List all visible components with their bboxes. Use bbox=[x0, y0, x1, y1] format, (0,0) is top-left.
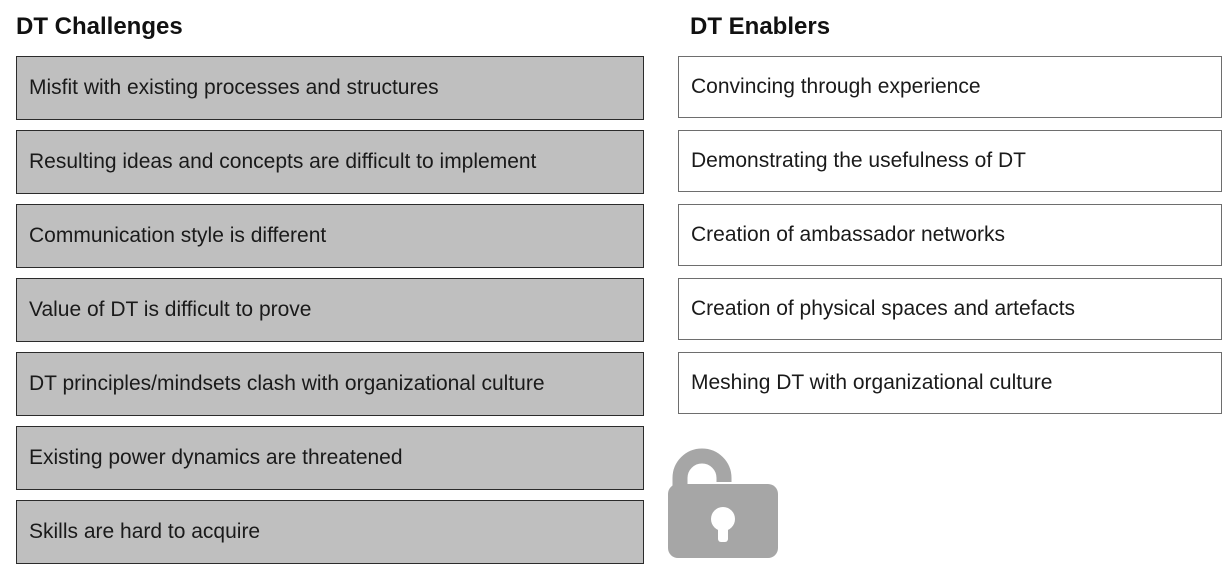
challenge-item: Skills are hard to acquire bbox=[16, 500, 644, 564]
challenge-item: Misfit with existing processes and struc… bbox=[16, 56, 644, 120]
enabler-item: Creation of physical spaces and artefact… bbox=[678, 278, 1222, 340]
enabler-item: Meshing DT with organizational culture bbox=[678, 352, 1222, 414]
enabler-item: Creation of ambassador networks bbox=[678, 204, 1222, 266]
challenge-item: Communication style is different bbox=[16, 204, 644, 268]
challenges-heading: DT Challenges bbox=[16, 13, 183, 40]
enablers-list: Convincing through experience Demonstrat… bbox=[678, 56, 1222, 426]
padlock-shackle bbox=[672, 448, 732, 488]
enabler-item: Convincing through experience bbox=[678, 56, 1222, 118]
enablers-heading: DT Enablers bbox=[690, 13, 831, 40]
challenge-item: Resulting ideas and concepts are difficu… bbox=[16, 130, 644, 194]
challenge-item: Value of DT is difficult to prove bbox=[16, 278, 644, 342]
unlocked-padlock-icon bbox=[668, 448, 778, 558]
padlock-keyhole-slot bbox=[718, 522, 728, 542]
challenge-item: Existing power dynamics are threatened bbox=[16, 426, 644, 490]
challenge-item: DT principles/mindsets clash with organi… bbox=[16, 352, 644, 416]
padlock-keyhole bbox=[711, 507, 735, 531]
enabler-item: Demonstrating the usefulness of DT bbox=[678, 130, 1222, 192]
challenges-list: Misfit with existing processes and struc… bbox=[16, 56, 644, 574]
